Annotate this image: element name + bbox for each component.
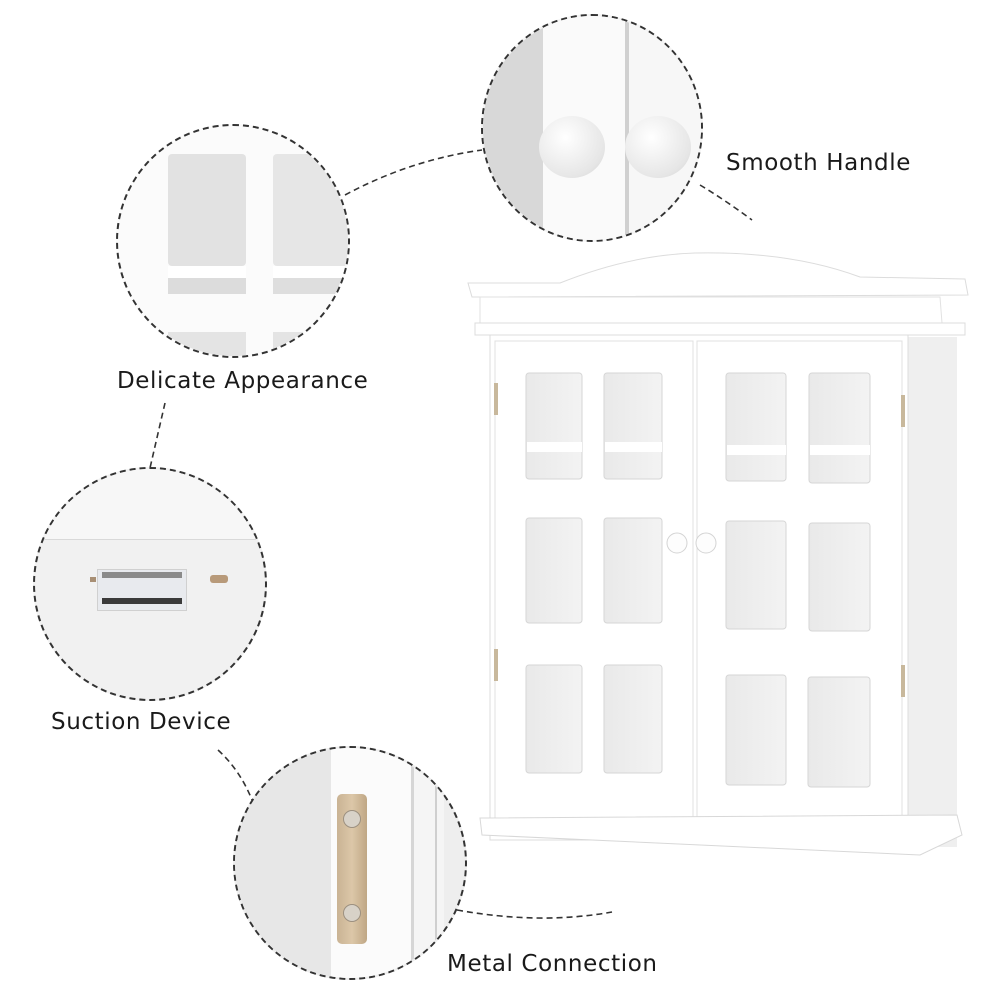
smooth-handle-detail: [481, 14, 703, 242]
left-knob: [666, 532, 688, 554]
connector-delicate-to-handle: [344, 149, 483, 196]
delicate-appearance-label: Delicate Appearance: [117, 368, 369, 394]
hinge-plate-icon: [337, 794, 367, 944]
connector-delicate-to-suction: [149, 402, 166, 469]
suction-device-label: Suction Device: [51, 709, 232, 735]
screw-icon: [343, 810, 361, 828]
knob-icon: [539, 116, 605, 178]
right-knob: [695, 532, 717, 554]
metal-connection-detail: [233, 746, 467, 980]
wall-cabinet: [467, 252, 969, 856]
connector-handle-to-cabinet: [699, 184, 753, 221]
delicate-appearance-detail: [116, 124, 350, 358]
screw-icon: [343, 904, 361, 922]
smooth-handle-label: Smooth Handle: [726, 150, 911, 176]
connector-metal-to-cabinet: [456, 909, 613, 919]
magnetic-catch-icon: [97, 569, 187, 611]
metal-connection-label: Metal Connection: [447, 951, 658, 977]
knob-icon: [625, 116, 691, 178]
suction-device-detail: [33, 467, 267, 701]
